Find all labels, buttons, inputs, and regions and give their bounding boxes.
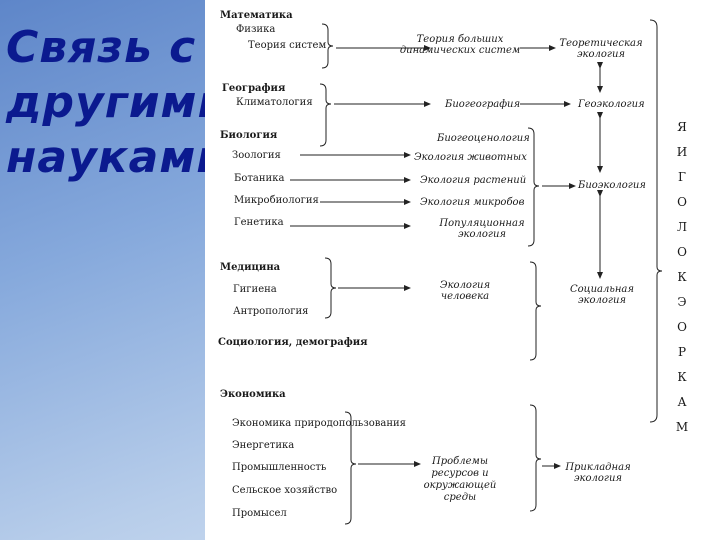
label-prikladnaya: Прикладная экология [556, 462, 640, 484]
brace-bio-mid [527, 127, 540, 247]
label-ekologiya-cheloveka-2: человека [440, 291, 490, 302]
label-energetika: Энергетика [232, 440, 295, 451]
side-label-letter: О [677, 195, 687, 209]
label-geoekologiya: Геоэкология [578, 99, 645, 110]
label-meditsina: Медицина [220, 262, 281, 273]
label-mikrobiologiya: Микробиология [234, 195, 319, 206]
label-bioekologiya: Биоэкология [578, 180, 646, 191]
label-klimatologiya: Климатология [236, 97, 313, 108]
label-ekologiya-mikrobov: Экология микробов [420, 197, 525, 208]
label-problemy-3: окружающей [423, 480, 497, 491]
label-ekologiya-zhivotnyh: Экология животных [414, 152, 527, 163]
title-line-3: науками [6, 132, 229, 183]
brace-econ-mid [529, 404, 542, 512]
side-label-letter: Э [677, 295, 687, 309]
label-geografiya: География [222, 83, 286, 94]
label-problemy-2: ресурсов и [431, 468, 489, 479]
brace-geo-bio [319, 83, 332, 147]
side-label-letter: Г [678, 170, 686, 184]
label-gigiena: Гигиена [233, 284, 277, 295]
side-label-letter: И [676, 145, 688, 159]
side-label-letter: Р [677, 345, 687, 359]
label-prikladnaya-2: экология [573, 473, 623, 484]
label-matematika: Математика [220, 10, 293, 21]
label-teoriya-bolshih: Теория больших динамических систем [395, 34, 525, 56]
brace-econ [344, 411, 357, 525]
label-zoologiya: Зоология [232, 150, 281, 161]
label-ekologiya-cheloveka-1: Экология [439, 280, 491, 291]
label-populyatsionnaya: Популяционная экология [432, 218, 532, 240]
label-sotsialnaya-2: экология [577, 295, 627, 306]
side-label-letter: К [677, 270, 687, 284]
label-problemy-1: Проблемы [432, 456, 488, 467]
label-problemy-4: среды [443, 492, 477, 503]
title-line-1: Связь с [6, 22, 197, 73]
label-genetika: Генетика [234, 217, 284, 228]
label-populyatsionnaya-1: Популяционная [439, 218, 525, 229]
label-prikladnaya-1: Прикладная [565, 462, 631, 473]
slide-title: Связь с другими науками [6, 20, 230, 185]
label-sotsiologiya: Социология, демография [218, 337, 368, 348]
brace-soc [529, 261, 542, 361]
label-teoriya-sistem: Теория систем [248, 40, 327, 51]
label-populyatsionnaya-2: экология [457, 229, 507, 240]
label-problemy: Проблемы ресурсов и окружающей среды [415, 456, 505, 504]
side-label-letter: О [677, 320, 687, 334]
label-promyshlennost: Промышленность [232, 462, 327, 473]
label-ekologiya-rasteniy: Экология растений [420, 175, 527, 186]
label-sotsialnaya: Социальная экология [560, 284, 644, 306]
side-label-letter: А [677, 395, 687, 409]
side-label-letter: Л [676, 220, 687, 234]
label-antropologiya: Антропология [233, 306, 309, 317]
side-label-letter: М [675, 420, 689, 434]
side-label-letter: К [677, 370, 687, 384]
brace-macro [649, 19, 663, 423]
label-promysel: Промысел [232, 508, 287, 519]
brace-med [324, 257, 337, 319]
label-ekonomika-prirodopolzovaniya: Экономика природопользования [232, 418, 406, 429]
label-botanika: Ботаника [234, 173, 285, 184]
brace-math [321, 23, 334, 69]
label-selskoe-hozyaystvo: Сельское хозяйство [232, 485, 338, 496]
label-biogeotsenologiya: Биогеоценология [437, 133, 530, 144]
label-teoriya-bolshih-1: Теория больших [416, 34, 504, 45]
label-teoriya-bolshih-2: динамических систем [399, 45, 521, 56]
label-ekologiya-cheloveka: Экология человека [420, 280, 510, 302]
label-teoreticheskaya: Теоретическая экология [556, 38, 646, 60]
label-teoreticheskaya-1: Теоретическая [559, 38, 643, 49]
side-label-letter: Я [677, 120, 687, 134]
label-fizika: Физика [236, 24, 276, 35]
label-biologiya: Биология [220, 130, 278, 141]
label-sotsialnaya-1: Социальная [569, 284, 635, 295]
side-label-letter: О [677, 245, 687, 259]
label-biogeografiya: Биогеография [445, 99, 521, 110]
label-teoreticheskaya-2: экология [576, 49, 626, 60]
diagram-panel [205, 0, 720, 540]
title-line-2: другими [6, 77, 230, 128]
label-ekonomika: Экономика [220, 389, 286, 400]
